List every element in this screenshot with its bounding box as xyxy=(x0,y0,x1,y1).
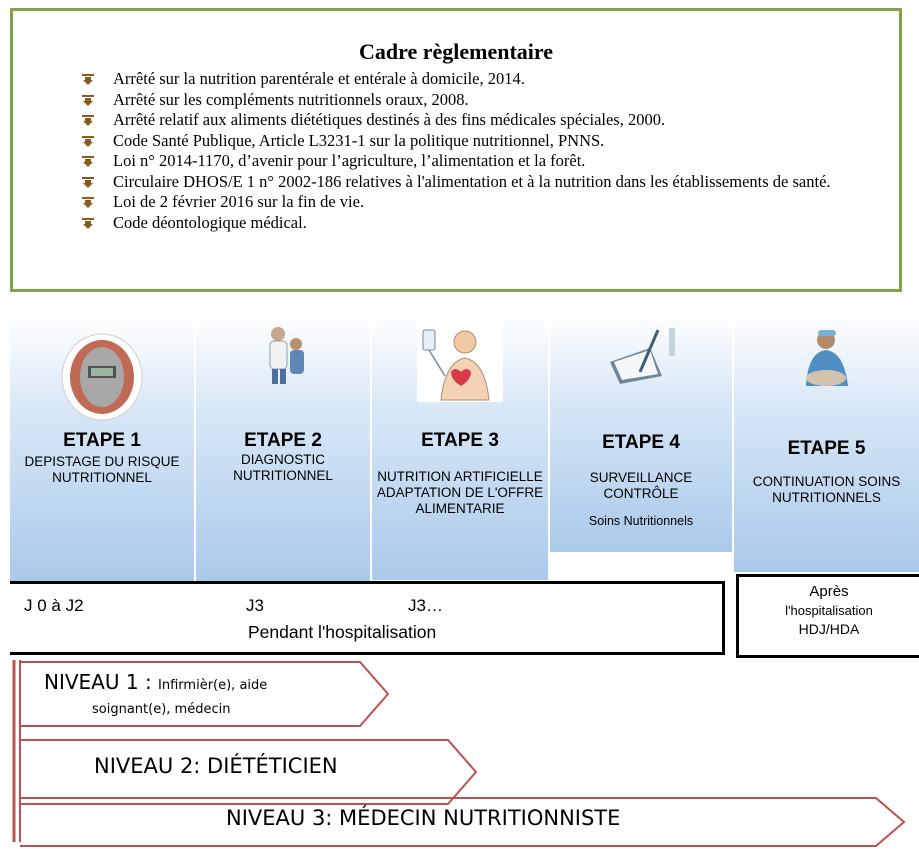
regulatory-item: Arrêté sur les compléments nutritionnels… xyxy=(81,90,871,111)
stages-row: ETAPE 1 DEPISTAGE DU RISQUE NUTRITIONNEL… xyxy=(10,314,919,584)
regulatory-item: Code déontologique médical. xyxy=(81,213,871,234)
after-line-3: HDJ/HDA xyxy=(798,621,860,637)
stage-description: CONTINUATION SOINS NUTRITIONNELS xyxy=(752,474,901,505)
stage-description: DEPISTAGE DU RISQUE NUTRITIONNEL xyxy=(24,454,180,485)
regulatory-frame: Cadre règlementaire Arrêté sur la nutrit… xyxy=(10,8,902,292)
regulatory-title: Cadre règlementaire xyxy=(358,39,554,64)
care-icon xyxy=(805,330,848,386)
after-line-1: Après xyxy=(809,583,849,600)
clipboard-icon xyxy=(610,328,675,384)
stage-4: ETAPE 4 SURVEILLANCE CONTRÔLE Soins Nutr… xyxy=(550,314,734,552)
regulatory-item: Arrêté relatif aux aliments diététiques … xyxy=(81,110,871,131)
scale-icon xyxy=(61,333,143,421)
level-3-label: NIVEAU 3: MÉDECIN NUTRITIONNISTE xyxy=(226,806,621,830)
stage-description: DIAGNOSTIC NUTRITIONNEL xyxy=(233,452,333,483)
doctor-patient-icon xyxy=(269,327,304,384)
level-1-arrow xyxy=(20,661,390,727)
arrow-down-bullet-icon xyxy=(82,217,94,229)
regulatory-item: Code Santé Publique, Article L3231-1 sur… xyxy=(81,131,871,152)
timeline-j3: J3 xyxy=(246,596,264,615)
stage-1: ETAPE 1 DEPISTAGE DU RISQUE NUTRITIONNEL xyxy=(10,314,196,584)
regulatory-item: Circulaire DHOS/E 1 n° 2002-186 relative… xyxy=(81,172,871,193)
stage-description: NUTRITION ARTIFICIELLE ADAPTATION DE L'O… xyxy=(376,469,544,516)
levels-arrows xyxy=(12,660,906,847)
timeline-j3-continued: J3… xyxy=(408,596,443,615)
level-2-arrow xyxy=(20,739,478,805)
stage-description: SURVEILLANCE CONTRÔLE xyxy=(589,470,693,501)
stage-title: ETAPE 2 xyxy=(244,430,322,451)
stage-title: ETAPE 4 xyxy=(602,432,680,453)
level-1-sublabel: soignant(e), médecin xyxy=(92,702,231,717)
timeline-during: Pendant l'hospitalisation xyxy=(248,622,437,642)
regulatory-list: Arrêté sur la nutrition parentérale et e… xyxy=(81,69,871,233)
arrow-down-bullet-icon xyxy=(82,135,94,147)
stage-title: ETAPE 5 xyxy=(787,438,866,459)
arrow-down-bullet-icon xyxy=(82,74,94,85)
stage-2: ETAPE 2 DIAGNOSTIC NUTRITIONNEL xyxy=(196,314,372,584)
stage-5: ETAPE 5 CONTINUATION SOINS NUTRITIONNELS xyxy=(734,314,919,572)
arrow-down-bullet-icon xyxy=(82,197,94,208)
regulatory-item: Arrêté sur la nutrition parentérale et e… xyxy=(81,69,871,90)
regulatory-item: Loi n° 2014-1170, d’avenir pour l’agricu… xyxy=(81,151,871,172)
level-1-label: NIVEAU 1 : Infirmièr(e), aide xyxy=(44,670,268,694)
level-2-label: NIVEAU 2: DIÉTÉTICIEN xyxy=(94,754,338,778)
level-3-arrow xyxy=(20,797,906,847)
arrow-down-bullet-icon xyxy=(82,115,94,126)
iv-drip-icon xyxy=(417,322,503,402)
stage-title: ETAPE 1 xyxy=(63,430,141,451)
arrow-down-bullet-icon xyxy=(82,94,94,106)
arrow-down-bullet-icon xyxy=(82,176,94,188)
levels-section: NIVEAU 1 : Infirmièr(e), aide soignant(e… xyxy=(0,660,919,849)
timeline-after-box: Après l'hospitalisation HDJ/HDA xyxy=(736,574,919,658)
after-line-2: l'hospitalisation xyxy=(785,603,873,618)
stage-3: ETAPE 3 NUTRITION ARTIFICIELLE ADAPTATIO… xyxy=(372,314,550,580)
timeline-j0: J 0 à J2 xyxy=(24,596,84,615)
regulatory-item: Loi de 2 février 2016 sur la fin de vie. xyxy=(81,192,871,213)
arrow-down-bullet-icon xyxy=(82,156,94,167)
stage-title: ETAPE 3 xyxy=(421,430,499,451)
timeline-box: J 0 à J2 J3 J3… Pendant l'hospitalisatio… xyxy=(10,581,725,655)
stage-subtext: Soins Nutritionnels xyxy=(588,514,694,528)
